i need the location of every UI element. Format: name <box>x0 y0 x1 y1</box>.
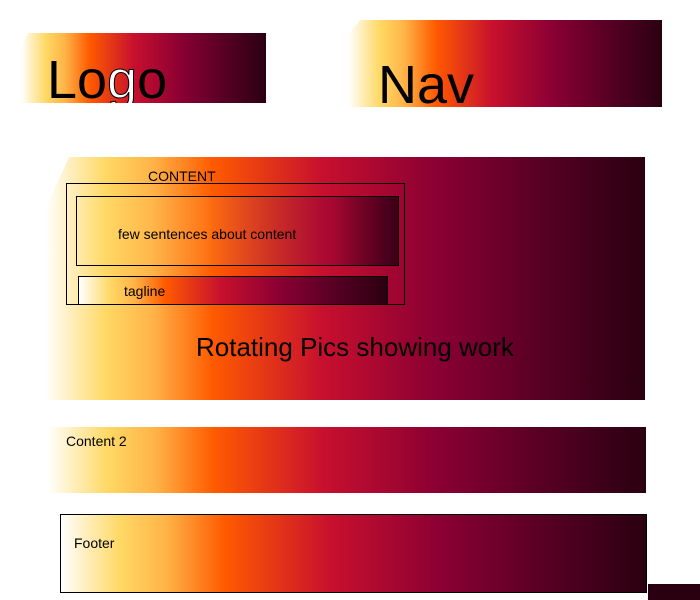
logo-block[interactable]: Logo <box>21 33 266 103</box>
logo-letter: L <box>47 50 78 110</box>
logo-letter: o <box>137 50 168 110</box>
content-about-box: few sentences about content <box>76 196 399 266</box>
content-label: CONTENT <box>148 168 216 184</box>
logo-letter: o <box>77 50 108 110</box>
content2-label: Content 2 <box>66 433 127 449</box>
rotating-pics-label: Rotating Pics showing work <box>196 332 514 362</box>
logo-letter: g <box>107 50 138 110</box>
logo-label: Logo <box>47 50 168 110</box>
tagline-text: tagline <box>124 283 166 299</box>
nav-label: Nav <box>378 55 475 115</box>
content2-block: Content 2 <box>47 427 646 493</box>
nav-block[interactable]: Nav <box>348 20 662 107</box>
footer-label: Footer <box>74 535 115 551</box>
content-about-text: few sentences about content <box>118 226 297 242</box>
content-frame: few sentences about content tagline <box>66 183 405 305</box>
tagline-box: tagline <box>78 276 388 305</box>
footer-block: Footer <box>60 514 647 593</box>
content-block: CONTENT few sentences about content tagl… <box>45 157 645 400</box>
corner-swatch <box>648 584 700 600</box>
content-about-shading <box>77 197 398 265</box>
